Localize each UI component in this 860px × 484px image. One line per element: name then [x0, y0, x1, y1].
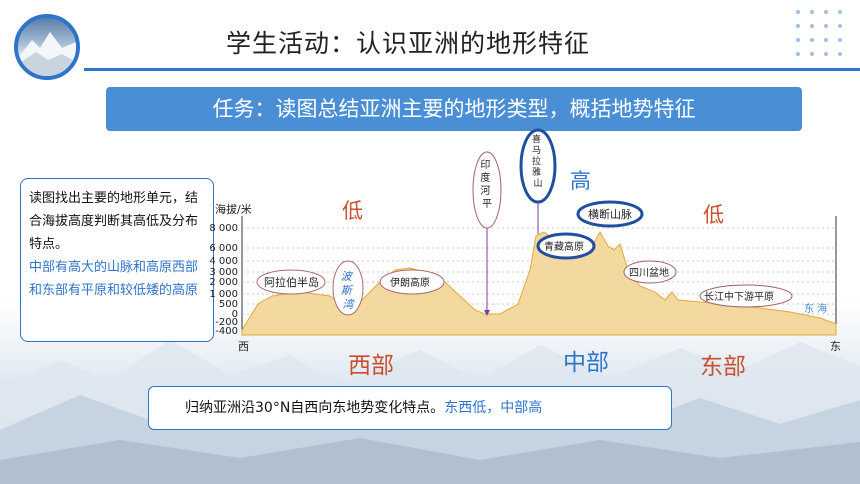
y-tick-0: 0 — [232, 309, 238, 320]
landform-tibetan-plateau: 青藏高原 — [544, 240, 584, 253]
task-banner: 任务：读图总结亚洲主要的地形类型，概括地势特征 — [106, 87, 802, 131]
header-divider — [84, 68, 860, 71]
landform-himalaya: 喜 马 拉 雅 山 — [532, 133, 544, 189]
landform-iranian-plateau: 伊朗高原 — [390, 276, 430, 289]
sichuan-basin-oval — [623, 260, 677, 284]
hengduan-oval — [576, 200, 644, 228]
persian-gulf-line2: 斯 — [341, 284, 354, 297]
landform-persian-gulf: 波 斯 湾 — [341, 270, 356, 311]
x-end-east: 东 — [830, 340, 841, 353]
persian-gulf-line1: 波 — [341, 270, 354, 283]
y-tick-3000: 3 000 — [209, 267, 238, 278]
mountain-logo-icon — [14, 14, 80, 80]
region-east: 东部 — [700, 354, 746, 380]
yangtze-plain-oval — [699, 284, 793, 308]
iranian-plateau-oval — [379, 269, 445, 295]
summary-question: 归纳亚洲沿30°N自西向东地势变化特点。 — [185, 400, 445, 416]
landform-arabian-peninsula: 阿拉伯半岛 — [264, 275, 319, 289]
question-box: 读图找出主要的地形单元，结合海拔高度判断其高低及分布特点。 中部有高大的山脉和高… — [20, 178, 214, 342]
y-tick-4000: 4 000 — [209, 256, 238, 267]
y-tick-500: 500 — [219, 299, 238, 310]
region-west: 西部 — [348, 353, 394, 379]
annotation-high: 高 — [570, 169, 591, 193]
y-tick-1000: 1 000 — [209, 289, 238, 300]
indus-plain-arrow — [484, 310, 490, 316]
region-central: 中部 — [563, 350, 609, 376]
landform-hengduan: 横断山脉 — [588, 207, 632, 221]
y-tick-minus-200: -200 — [215, 317, 238, 328]
arabian-peninsula-oval — [256, 269, 326, 295]
landform-yangtze-plain: 长江中下游平原 — [704, 290, 774, 303]
annotation-low-east: 低 — [703, 203, 724, 227]
y-tick-8000: 8 000 — [209, 223, 238, 234]
landform-indus-plain: 印 度 河 平 — [480, 159, 493, 210]
question-text: 读图找出主要的地形单元，结合海拔高度判断其高低及分布特点。 — [29, 191, 199, 252]
summary-box: 归纳亚洲沿30°N自西向东地势变化特点。东西低，中部高 — [148, 386, 672, 430]
persian-gulf-oval — [332, 260, 364, 316]
y-tick-6000: 6 000 — [209, 243, 238, 254]
landform-sichuan-basin: 四川盆地 — [629, 266, 669, 279]
answer-text: 中部有高大的山脉和高原西部和东部有平原和较低矮的高原 — [29, 260, 199, 298]
x-end-west: 西 — [238, 340, 249, 353]
landform-east-sea: 东 海 — [804, 302, 827, 315]
persian-gulf-line3: 湾 — [343, 298, 356, 311]
summary-answer: 东西低，中部高 — [444, 400, 543, 416]
dot-grid-decoration — [796, 10, 842, 56]
y-tick-2000: 2 000 — [209, 277, 238, 288]
annotation-low-west: 低 — [342, 199, 363, 223]
y-tick-minus-400: -400 — [215, 326, 238, 337]
tibetan-plateau-oval — [536, 232, 596, 260]
y-tick-labels: 8 000 6 000 4 000 3 000 2 000 1 000 500 … — [209, 223, 238, 337]
y-axis-label: 海拔/米 — [215, 202, 252, 216]
page-title: 学生活动：认识亚洲的地形特征 — [226, 29, 591, 58]
